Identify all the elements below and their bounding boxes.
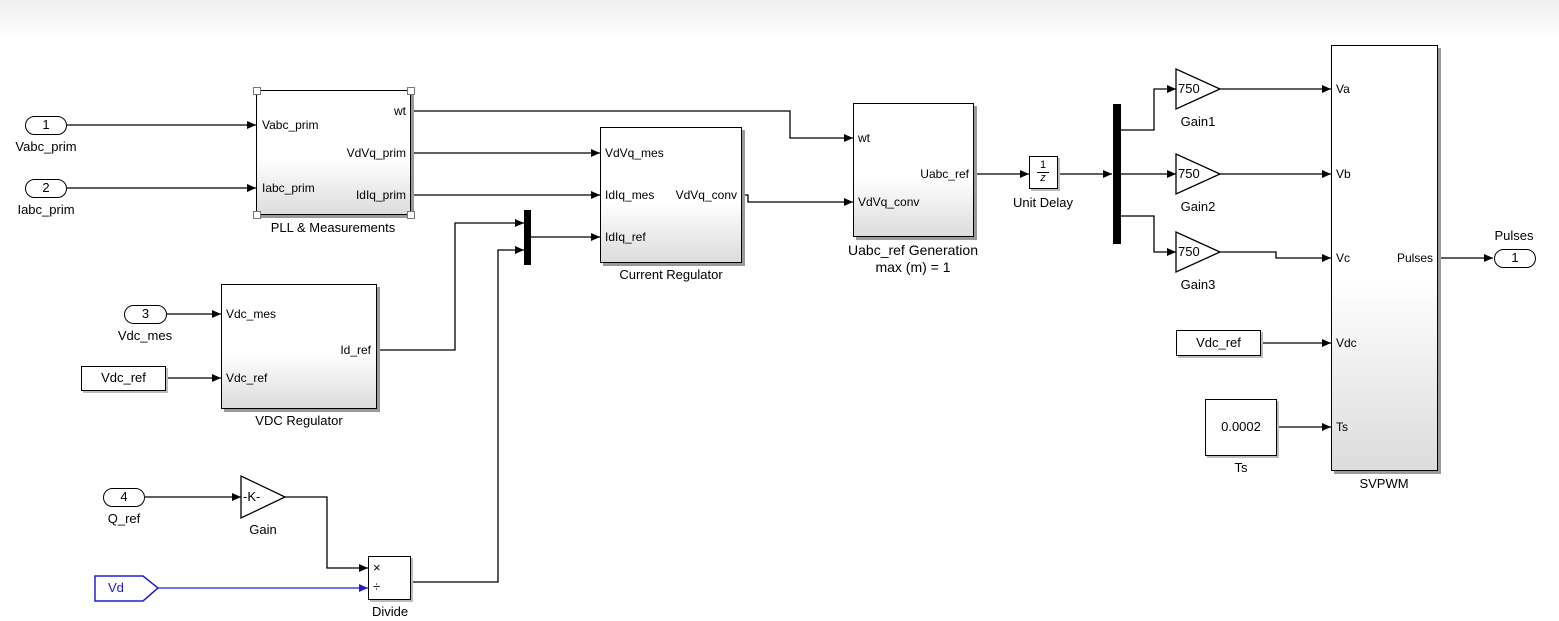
gain2-value[interactable]: 750 — [1178, 166, 1200, 181]
outport-pulses-label: Pulses — [1494, 228, 1534, 243]
gain3-triangle — [1175, 230, 1222, 274]
pll-in-vabc: Vabc_prim — [262, 118, 319, 132]
svpwm-out-pulses: Pulses — [1396, 251, 1433, 265]
cr-in-idiq-mes: IdIq_mes — [605, 188, 655, 202]
vdc-ref-tag-label: Vdc_ref — [101, 370, 146, 385]
inport-vdc-mes[interactable]: 3 — [124, 305, 167, 324]
selection-handle[interactable] — [407, 211, 415, 219]
vdc-out-id-ref: Id_ref — [340, 343, 371, 357]
vd-tag-shape — [94, 575, 160, 602]
pll-block-name: PLL & Measurements — [270, 220, 396, 235]
uabc-block-name-line1: Uabc_ref Generation — [848, 242, 978, 258]
svpwm-in-va: Va — [1336, 82, 1350, 96]
uabc-in-wt: wt — [858, 131, 870, 145]
wire-demux-3 — [1121, 215, 1176, 256]
divide-multiply-sign: × — [373, 560, 381, 575]
gain-k-triangle — [240, 474, 287, 520]
vdc-regulator-name: VDC Regulator — [255, 413, 343, 428]
gain1-triangle — [1175, 67, 1222, 111]
svpwm-block[interactable]: Va Vb Vc Vdc Ts Pulses — [1331, 45, 1438, 471]
divide-block[interactable]: × ÷ — [368, 556, 411, 600]
uabc-block-name-line2: max (m) = 1 — [875, 259, 951, 275]
inport-vabc-prim-label: Vabc_prim — [15, 139, 77, 154]
fraction-bar — [1037, 172, 1049, 173]
pll-out-vdvq: VdVq_prim — [346, 146, 406, 160]
cr-in-idiq-ref: IdIq_ref — [605, 230, 646, 244]
wire-wt — [411, 110, 853, 142]
svpwm-in-vdc: Vdc — [1336, 336, 1357, 350]
selection-handle[interactable] — [253, 87, 261, 95]
vdc-ref-tag-right-label: Vdc_ref — [1196, 335, 1241, 350]
current-regulator-name: Current Regulator — [619, 267, 723, 282]
vdc-in-vdc-mes: Vdc_mes — [226, 307, 277, 321]
vdc-in-vdc-ref: Vdc_ref — [226, 371, 268, 385]
vdc-regulator-block[interactable]: Vdc_mes Vdc_ref Id_ref — [221, 284, 377, 409]
uabc-ref-generation-block[interactable]: wt VdVq_conv Uabc_ref — [853, 103, 974, 237]
unit-delay-denominator: z — [1040, 172, 1046, 184]
cr-out-vdvq-conv: VdVq_conv — [675, 188, 737, 202]
selection-handle[interactable] — [253, 211, 261, 219]
selection-handle[interactable] — [407, 87, 415, 95]
vdc-ref-from-tag[interactable]: Vdc_ref — [81, 366, 166, 391]
wire-divide-out — [411, 246, 524, 583]
demux-bar[interactable] — [1113, 104, 1121, 244]
unit-delay-name: Unit Delay — [1013, 195, 1073, 210]
vdc-ref-from-tag-right[interactable]: Vdc_ref — [1176, 330, 1261, 356]
mux-bar[interactable] — [524, 210, 531, 265]
ts-constant-value: 0.0002 — [1221, 419, 1261, 434]
pll-in-iabc: Iabc_prim — [262, 181, 315, 195]
cr-in-vdvq-mes: VdVq_mes — [605, 146, 664, 160]
inport-vabc-prim[interactable]: 1 — [25, 116, 67, 135]
svpwm-in-vb: Vb — [1336, 167, 1351, 181]
gain-k-value[interactable]: -K- — [243, 489, 261, 504]
wire-id-ref — [377, 219, 524, 351]
inport-iabc-prim[interactable]: 2 — [25, 179, 67, 198]
vd-tag-label[interactable]: Vd — [108, 580, 124, 595]
outport-pulses[interactable]: 1 — [1494, 249, 1536, 268]
toolbar-shade — [0, 0, 1559, 40]
pll-out-idiq: IdIq_prim — [355, 188, 406, 202]
ts-constant-block[interactable]: 0.0002 — [1205, 399, 1277, 456]
uabc-in-vdvq-conv: VdVq_conv — [858, 195, 920, 209]
divide-divide-sign: ÷ — [373, 579, 381, 594]
divide-name: Divide — [371, 604, 409, 619]
ts-constant-name: Ts — [1234, 460, 1248, 475]
gain3-value[interactable]: 750 — [1178, 244, 1200, 259]
gain2-triangle — [1175, 152, 1222, 196]
inport-q-ref[interactable]: 4 — [103, 488, 145, 507]
svpwm-in-vc: Vc — [1336, 251, 1351, 265]
wire-gain-out — [285, 496, 368, 572]
gain-k-name: Gain — [249, 522, 277, 537]
current-regulator-block[interactable]: VdVq_mes IdIq_mes IdIq_ref VdVq_conv — [600, 127, 742, 263]
wire-demux-1 — [1121, 85, 1176, 131]
svpwm-name: SVPWM — [1359, 476, 1409, 491]
gain3-name: Gain3 — [1180, 277, 1216, 292]
wire-vc — [1220, 251, 1331, 262]
svpwm-in-ts: Ts — [1336, 420, 1348, 434]
pll-out-wt: wt — [394, 104, 406, 118]
wire-vdvq-conv — [742, 194, 853, 206]
unit-delay-numerator: 1 — [1039, 159, 1047, 171]
gain1-value[interactable]: 750 — [1178, 81, 1200, 96]
gain2-name: Gain2 — [1180, 199, 1216, 214]
gain1-name: Gain1 — [1180, 114, 1216, 129]
inport-vdc-mes-label: Vdc_mes — [117, 328, 173, 343]
unit-delay-block[interactable]: 1 z — [1029, 156, 1058, 189]
uabc-out-uabc-ref: Uabc_ref — [920, 167, 969, 181]
inport-q-ref-label: Q_ref — [107, 511, 141, 526]
pll-measurements-block[interactable]: Vabc_prim Iabc_prim wt VdVq_prim IdIq_pr… — [256, 90, 411, 215]
inport-iabc-prim-label: Iabc_prim — [17, 202, 75, 217]
